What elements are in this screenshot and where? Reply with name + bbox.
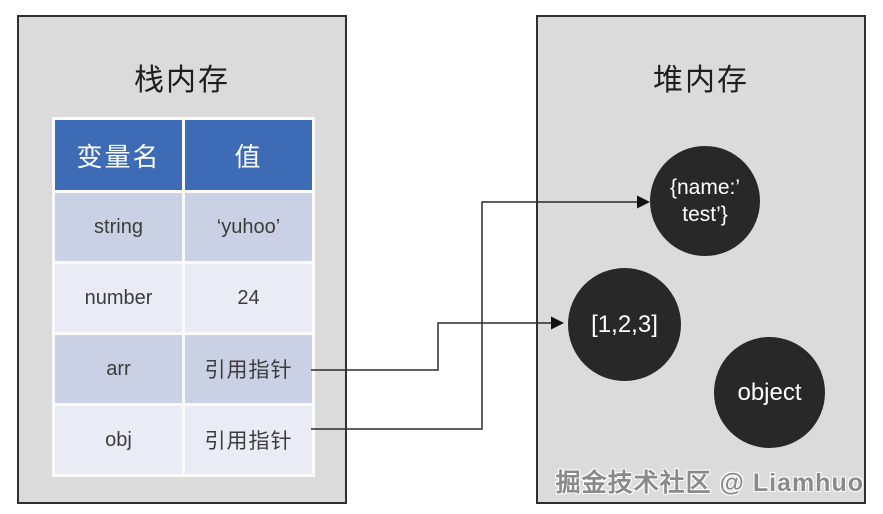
column-header-variable-name: 变量名 xyxy=(55,120,182,190)
cell-obj-name: obj xyxy=(55,406,182,474)
cell-number-value: 24 xyxy=(185,264,312,332)
heap-object-array-label: [1,2,3] xyxy=(591,310,658,338)
heap-object-object-label: object xyxy=(737,378,802,406)
watermark: 掘金技术社区 @ Liamhuo xyxy=(555,469,864,497)
cell-obj-value: 引用指针 xyxy=(185,406,312,474)
table-row-number: number 24 xyxy=(55,264,312,332)
stack-memory-panel: 栈内存 变量名 值 string ‘yuhoo’ number 24 arr 引… xyxy=(17,15,347,504)
heap-memory-panel: 堆内存 xyxy=(536,15,866,504)
cell-string-name: string xyxy=(55,193,182,261)
cell-arr-value: 引用指针 xyxy=(185,335,312,403)
table-header-row: 变量名 值 xyxy=(55,120,312,190)
cell-number-name: number xyxy=(55,264,182,332)
heap-object-name-test-line1: {name:’ xyxy=(669,175,741,199)
cell-arr-name: arr xyxy=(55,335,182,403)
arrow-arr-to-array xyxy=(311,322,551,371)
heap-object-name-test: {name:’ test’} xyxy=(650,146,760,256)
column-header-value: 值 xyxy=(185,120,312,190)
heap-object-array: [1,2,3] xyxy=(568,268,681,381)
cell-string-value: ‘yuhoo’ xyxy=(185,193,312,261)
table-row-string: string ‘yuhoo’ xyxy=(55,193,312,261)
stack-panel-title: 栈内存 xyxy=(134,64,230,97)
heap-object-name-test-line2: test’} xyxy=(682,203,728,226)
table-row-arr: arr 引用指针 xyxy=(55,335,312,403)
heap-panel-title: 堆内存 xyxy=(653,64,749,97)
table-row-obj: obj 引用指针 xyxy=(55,406,312,474)
heap-object-object: object xyxy=(714,337,825,448)
variables-table: 变量名 值 string ‘yuhoo’ number 24 arr 引用指针 … xyxy=(52,117,315,477)
